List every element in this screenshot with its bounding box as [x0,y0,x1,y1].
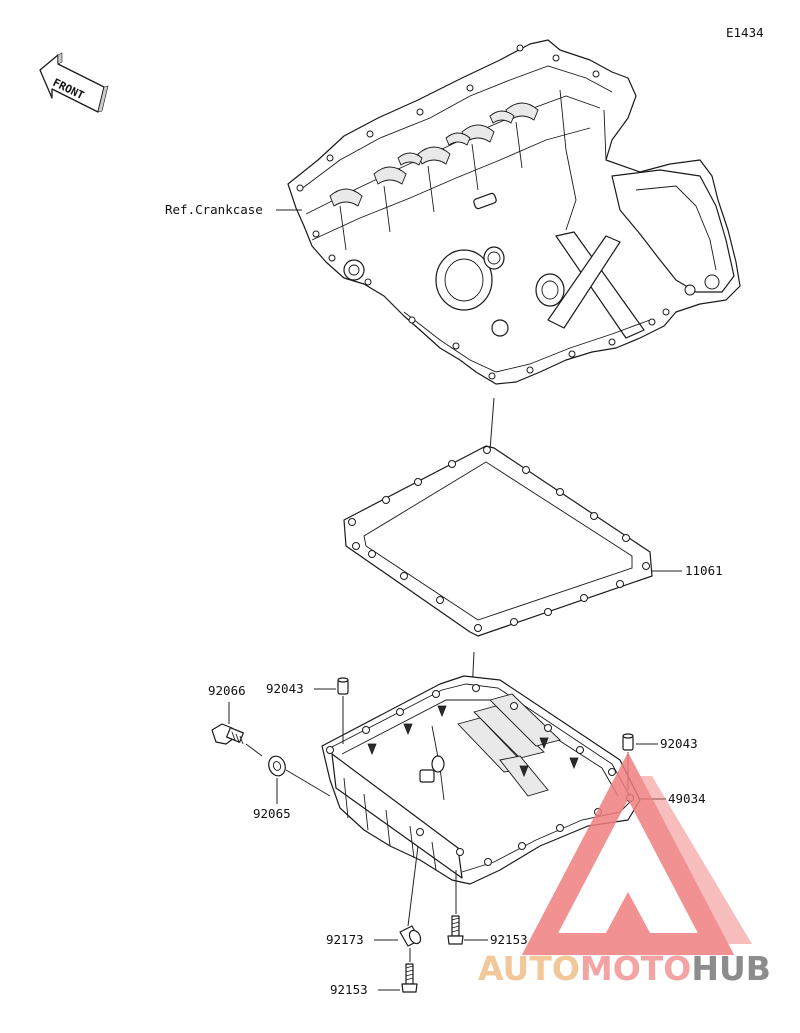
label-oil-pan: 49034 [668,791,706,806]
label-bolt-bottom: 92153 [330,982,368,997]
label-plug: 92066 [208,683,246,698]
washer [268,755,286,777]
bolt-bottom [401,963,418,993]
label-dowel-right: 92043 [660,736,698,751]
front-arrow-icon: FRONT [39,52,109,113]
drain-plug [211,723,244,745]
bolt-right [447,915,464,945]
diagram-code: E1434 [726,25,764,40]
dowel-pin-left [337,677,349,695]
label-collar: 92173 [326,932,364,947]
label-crankcase: Ref.Crankcase [165,202,263,217]
watermark-text: AUTOMOTOHUB [478,949,771,988]
crankcase [287,39,741,385]
label-dowel-left: 92043 [266,681,304,696]
label-gasket: 11061 [685,563,723,578]
watermark-logo [521,752,752,955]
dowel-pin-right [622,733,634,751]
oil-pan [321,675,641,885]
oil-pan-gasket [343,445,653,637]
label-washer: 92065 [253,806,291,821]
collar [399,925,422,947]
label-bolt-right: 92153 [490,932,528,947]
